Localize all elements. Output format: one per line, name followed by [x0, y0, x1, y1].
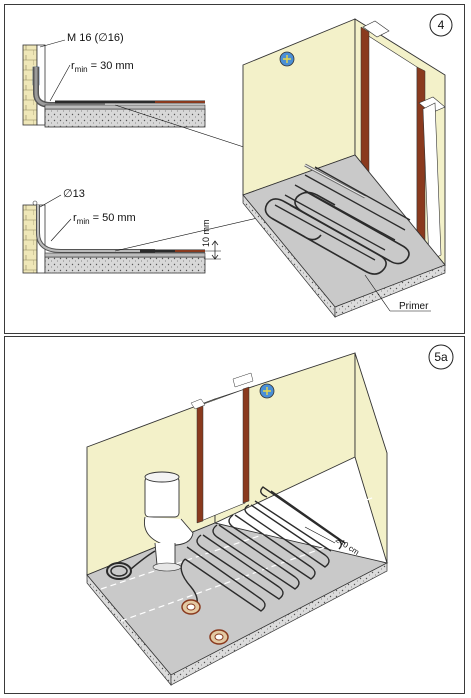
figure-4-panel: 4 — [4, 4, 465, 334]
cold-lead-coil — [106, 550, 156, 580]
figure-4-drawing: 4 — [22, 13, 453, 318]
door-opening — [200, 388, 246, 522]
figure-5a-panel: 5a — [4, 336, 465, 694]
conduit-diameter-label: ∅13 — [63, 188, 85, 200]
upper-cross-section-detail — [22, 39, 346, 181]
cable-spool-near — [181, 599, 201, 615]
isometric-room-drawing — [242, 18, 446, 318]
toilet-icon — [143, 471, 194, 572]
figure-4-badge: 4 — [429, 13, 453, 37]
upper-radius-label: rmin = 30 mm — [71, 60, 134, 74]
conduit-label: M 16 (∅16) — [67, 32, 124, 44]
figure-5a-drawing: 5a — [86, 344, 454, 686]
figure-5a-badge: 5a — [428, 344, 454, 370]
lower-cross-section-detail — [22, 194, 336, 274]
screed-depth-label: 10 mm — [201, 219, 211, 247]
figure-5a-badge-number: 5a — [434, 350, 448, 364]
figure-4-badge-number: 4 — [438, 18, 445, 32]
primer-label: Primer — [399, 301, 429, 312]
cable-spool-far — [209, 629, 229, 645]
lower-radius-label: rmin = 50 mm — [73, 212, 136, 226]
heating-cable-layout — [184, 486, 346, 612]
